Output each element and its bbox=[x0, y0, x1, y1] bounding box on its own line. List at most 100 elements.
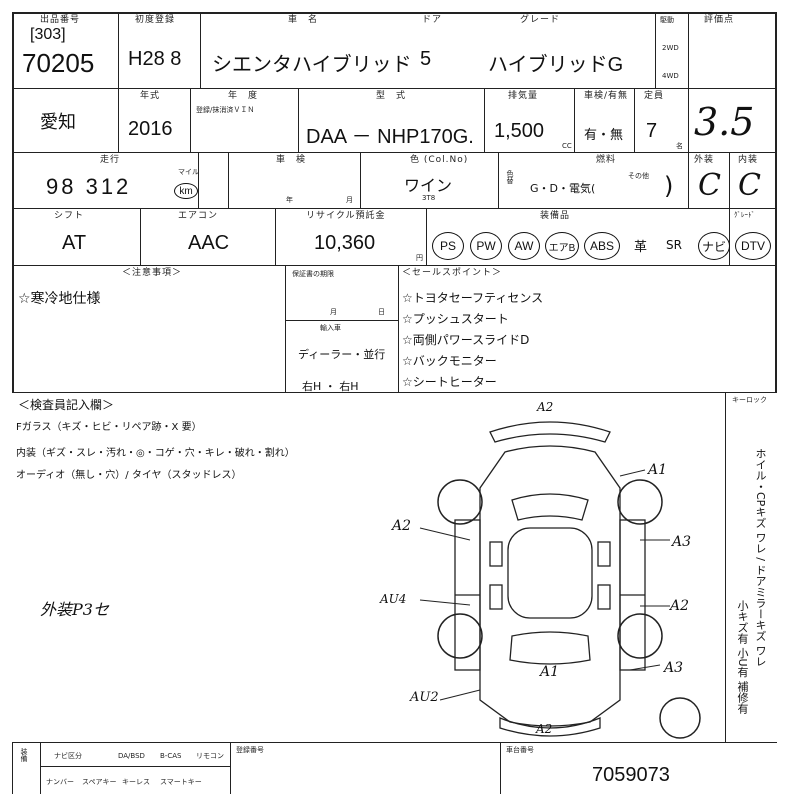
equipment-label: 装備品 bbox=[540, 211, 571, 221]
score-label: 評価点 bbox=[704, 15, 735, 25]
lot-number: 70205 bbox=[22, 48, 95, 78]
equip-airbag: エアB bbox=[545, 232, 579, 260]
score-value: 3.5 bbox=[694, 100, 755, 144]
color-code: 3T8 bbox=[422, 194, 436, 202]
km-unit: km bbox=[174, 183, 198, 199]
inspection-label: 車検/有無 bbox=[584, 91, 629, 101]
capacity-unit: 名 bbox=[676, 142, 683, 150]
fuel-options: G・D・電気( bbox=[530, 182, 596, 195]
first-reg-label: 初度登録 bbox=[135, 15, 176, 25]
capacity-label: 定員 bbox=[644, 91, 665, 101]
equip-ps: PS bbox=[432, 232, 464, 260]
damage-mark: A3 bbox=[672, 534, 692, 550]
doors-label: ドア bbox=[422, 15, 443, 25]
color-value: ワイン bbox=[404, 176, 453, 195]
car-name-value: シエンタハイブリッド bbox=[212, 54, 412, 76]
sales-point: ☆両側パワースライドD bbox=[402, 333, 530, 347]
doors-value: 5 bbox=[420, 48, 432, 70]
model-label: 型 式 bbox=[376, 91, 407, 101]
equip-navi: ナビ bbox=[698, 232, 730, 260]
displacement-label: 排気量 bbox=[508, 91, 539, 101]
cc-unit: CC bbox=[562, 142, 572, 150]
recycle-unit: 円 bbox=[416, 254, 423, 262]
drive-4wd: 4WD bbox=[662, 72, 679, 80]
shaken-month: 月 bbox=[346, 196, 353, 204]
grade-value: ハイブリッドG bbox=[488, 54, 624, 76]
exterior-label: 外装 bbox=[694, 155, 715, 165]
equip-pw: PW bbox=[470, 232, 502, 260]
mileage-label: 走行 bbox=[100, 155, 121, 165]
inspector-label: ＜検査員記入欄＞ bbox=[18, 398, 115, 412]
sales-point: ☆バックモニター bbox=[402, 354, 497, 368]
sales-point: ☆プッシュスタート bbox=[402, 312, 509, 326]
aircon-value: AAC bbox=[188, 232, 230, 254]
sales-point: ☆トヨタセーフティセンス bbox=[402, 291, 544, 305]
fuel-other: その他 bbox=[628, 172, 649, 180]
serial-label: 車台番号 bbox=[506, 746, 534, 754]
aircon-label: エアコン bbox=[178, 211, 219, 221]
mileage-value: 98 312 bbox=[46, 174, 132, 199]
footer-equip-label: 装備 bbox=[20, 748, 28, 762]
interior-label: 内装 bbox=[738, 155, 759, 165]
footer-label: スペアキー bbox=[82, 778, 117, 786]
model-value: DAA － NHP170G. bbox=[306, 126, 474, 148]
import-value: ディーラー・並行 bbox=[298, 348, 386, 361]
inspector-line1: Fガラス（キズ・ヒビ・リペア跡・X 要） bbox=[16, 422, 202, 433]
fuel-label: 燃料 bbox=[596, 155, 617, 165]
color-side-label: 色替 bbox=[506, 170, 514, 184]
lot-no-label: 出品番号 bbox=[40, 15, 81, 25]
reg-label: 登録番号 bbox=[236, 746, 264, 754]
damage-mark: A3 bbox=[664, 660, 684, 676]
shift-value: AT bbox=[62, 232, 87, 254]
grade-label: グレード bbox=[520, 15, 561, 25]
import-sub-label: 登録/抹消済ＶＩＮ bbox=[196, 106, 255, 114]
fuel-close-paren: ) bbox=[664, 172, 674, 200]
damage-mark: A2 bbox=[392, 518, 412, 534]
footer-label: リモコン bbox=[196, 752, 224, 760]
notes-label: ＜注意事項＞ bbox=[122, 268, 183, 278]
color-label: 色 (Col.No) bbox=[410, 155, 469, 165]
drive-label: 駆動 bbox=[660, 16, 674, 24]
interior-value: C bbox=[738, 168, 761, 203]
expiry-label: 保証書の期限 bbox=[292, 270, 334, 278]
damage-mark: A2 bbox=[670, 598, 690, 614]
side-note-1: ホイル・CPキズ ワレ / ドアミラーキズ ワレ bbox=[754, 448, 767, 668]
equip-abs: ABS bbox=[584, 232, 620, 260]
footer-label: キーレス bbox=[122, 778, 150, 786]
shift-label: シフト bbox=[54, 211, 85, 221]
side-note-2: 小キズ有 小U有 補修有 bbox=[736, 600, 749, 715]
sales-points-label: ＜セールスポイント＞ bbox=[402, 268, 503, 278]
location: 愛知 bbox=[40, 112, 76, 133]
first-reg-value: H28 8 bbox=[128, 48, 182, 70]
footer-label: DA/BSD bbox=[118, 752, 145, 760]
serial-value: 7059073 bbox=[592, 764, 670, 786]
expiry-day: 日 bbox=[378, 308, 385, 316]
handwritten-note: 外装P3セ bbox=[40, 600, 109, 619]
damage-mark: A2 bbox=[536, 722, 553, 736]
car-name-label: 車 名 bbox=[288, 15, 319, 25]
hand-value: 右H ・ 右H bbox=[302, 380, 359, 393]
shaken-year: 年 bbox=[286, 196, 293, 204]
equip-aw: AW bbox=[508, 232, 540, 260]
footer-label: ナビ区分 bbox=[54, 752, 82, 760]
import-label: 年 度 bbox=[228, 91, 259, 101]
equip-sr: SR bbox=[666, 238, 682, 252]
lot-prefix: [303] bbox=[30, 26, 66, 43]
damage-mark: AU4 bbox=[380, 592, 407, 606]
equip-dtv: DTV bbox=[735, 232, 771, 260]
keyless-label: キーロック bbox=[732, 396, 767, 404]
exterior-value: C bbox=[698, 168, 721, 203]
footer-label: B-CAS bbox=[160, 752, 182, 760]
capacity-value: 7 bbox=[646, 120, 658, 142]
shaken-label: 車 検 bbox=[276, 155, 307, 165]
damage-mark: A1 bbox=[540, 664, 560, 680]
mile-unit: マイル bbox=[178, 168, 199, 176]
inspection-value: 有・無 bbox=[584, 128, 624, 143]
inspector-line3: オーディオ（無し・穴）/ タイヤ（スタッドレス） bbox=[16, 470, 242, 481]
displacement-value: 1,500 bbox=[494, 120, 545, 142]
damage-mark: AU2 bbox=[410, 690, 439, 705]
recycle-value: 10,360 bbox=[314, 232, 376, 254]
inspector-line2: 内装（ギズ・スレ・汚れ・◎・コゲ・穴・キレ・破れ・割れ） bbox=[16, 448, 295, 459]
footer-label: ナンバー bbox=[46, 778, 74, 786]
